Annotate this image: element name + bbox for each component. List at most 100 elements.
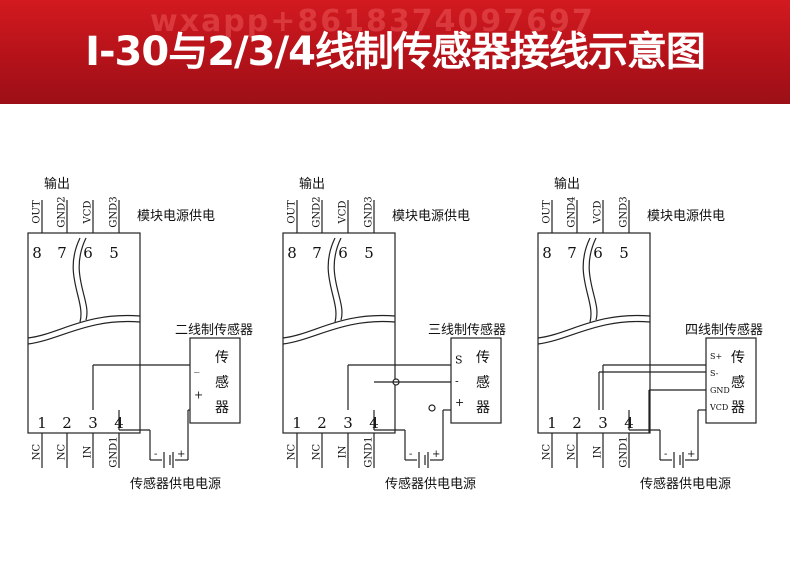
module-box [537, 232, 651, 434]
top-pin-number: 8 [542, 244, 552, 262]
bottom-pin-number: 2 [317, 414, 327, 432]
top-pin-number: 5 [109, 244, 119, 262]
junction-dot [428, 404, 436, 412]
sensor-body-text: 器 [476, 400, 490, 416]
top-pin-number: 7 [567, 244, 577, 262]
sensor-terminal: VCD [709, 403, 728, 412]
top-pin-number: 7 [312, 244, 322, 262]
top-pin-number: 6 [593, 244, 603, 262]
bottom-pin-label: NC [32, 443, 43, 460]
sensor-terminal: GND [710, 386, 730, 395]
supply-label: 传感器供电电源 [385, 476, 476, 492]
sensor-body-text: 感 [731, 374, 745, 391]
break-curve [72, 237, 82, 323]
break-curve [27, 314, 141, 339]
sensor-box [450, 337, 502, 424]
top-pin-number: 6 [83, 244, 93, 262]
sensor-body-text: 传 [476, 350, 490, 366]
battery-plus: + [177, 449, 185, 460]
bottom-pin-label: GND1 [364, 436, 375, 467]
sensor-terminal: + [194, 389, 203, 402]
top-pin-label: OUT [32, 200, 43, 224]
bottom-pin-label: NC [312, 443, 323, 460]
top-pin-number: 8 [287, 244, 297, 262]
sensor-body-text: 器 [215, 400, 229, 416]
top-pin-label: OUT [542, 200, 553, 224]
sensor-terminal: S+ [710, 352, 722, 361]
sensor-terminal: _ [194, 360, 200, 373]
top-pin-label: VCD [338, 201, 349, 225]
battery-minus: - [154, 449, 157, 460]
top-pin-label: GND3 [364, 196, 375, 227]
top-pin-label: VCD [83, 201, 94, 225]
power-label: 模块电源供电 [137, 209, 215, 224]
bottom-pin-label: NC [57, 443, 68, 460]
bottom-pin-number: 1 [292, 414, 302, 432]
diagram-1: 输出OUT8GND27VCD6GND35模块电源供电1NC2NC3IN4GND1… [27, 176, 253, 492]
sensor-box [705, 337, 757, 424]
bottom-pin-label: NC [287, 443, 298, 460]
module-box [282, 232, 396, 434]
bottom-pin-label: GND1 [109, 436, 120, 467]
top-pin-number: 6 [338, 244, 348, 262]
top-pin-number: 5 [619, 244, 629, 262]
break-curve [27, 320, 141, 345]
power-label: 模块电源供电 [392, 209, 470, 224]
top-pin-number: 8 [32, 244, 42, 262]
module-box [27, 232, 141, 434]
sensor-terminal: + [455, 396, 464, 409]
break-curve [537, 314, 651, 339]
bottom-pin-number: 1 [547, 414, 557, 432]
top-pin-label: VCD [593, 201, 604, 225]
top-pin-label: GND2 [57, 196, 68, 227]
bottom-pin-number: 2 [62, 414, 72, 432]
diagram-3: 输出OUT8GND47VCD6GND35模块电源供电1NC2NC3IN4GND1… [537, 176, 763, 492]
title-banner: wxapp+8618374097697 I-30与2/3/4线制传感器接线示意图 [0, 0, 790, 104]
output-label: 输出 [299, 176, 325, 192]
watermark: wxapp+8618374097697 [150, 4, 595, 39]
sensor-terminal: - [455, 375, 459, 388]
break-curve [282, 320, 396, 345]
top-pin-label: OUT [287, 200, 298, 224]
battery-plus: + [687, 449, 695, 460]
bottom-pin-label: IN [83, 445, 94, 458]
top-pin-label: GND4 [567, 196, 578, 227]
supply-label: 传感器供电电源 [640, 476, 731, 492]
bottom-pin-number: 1 [37, 414, 47, 432]
top-pin-label: GND3 [619, 196, 630, 227]
break-curve [78, 237, 88, 321]
sensor-body-text: 感 [476, 374, 490, 391]
sensor-title: 四线制传感器 [685, 322, 763, 338]
page-title: I-30与2/3/4线制传感器接线示意图 [85, 29, 706, 75]
break-curve [582, 237, 592, 323]
sensor-terminal: S- [710, 369, 719, 378]
battery-minus: - [664, 449, 667, 460]
battery-plus: + [432, 449, 440, 460]
bottom-pin-label: NC [542, 443, 553, 460]
sensor-body-text: 感 [215, 374, 229, 391]
output-label: 输出 [554, 176, 580, 192]
bottom-pin-label: NC [567, 443, 578, 460]
sensor-box [189, 337, 241, 424]
battery-minus: - [409, 449, 412, 460]
sensor-title: 三线制传感器 [428, 322, 506, 338]
output-label: 输出 [44, 176, 70, 192]
supply-label: 传感器供电电源 [130, 476, 221, 492]
top-pin-label: GND2 [312, 196, 323, 227]
top-pin-number: 7 [57, 244, 67, 262]
sensor-terminal: S [455, 353, 463, 366]
bottom-pin-number: 3 [598, 414, 608, 432]
break-curve [588, 237, 598, 321]
sensor-title: 二线制传感器 [175, 322, 253, 338]
sensor-body-text: 传 [215, 350, 229, 366]
bottom-pin-label: GND1 [619, 436, 630, 467]
bottom-pin-label: IN [338, 445, 349, 458]
bottom-pin-label: IN [593, 445, 604, 458]
top-pin-number: 5 [364, 244, 374, 262]
break-curve [333, 237, 343, 321]
top-pin-label: GND3 [109, 196, 120, 227]
break-curve [327, 237, 337, 323]
break-curve [537, 320, 651, 345]
sensor-body-text: 器 [731, 400, 745, 416]
